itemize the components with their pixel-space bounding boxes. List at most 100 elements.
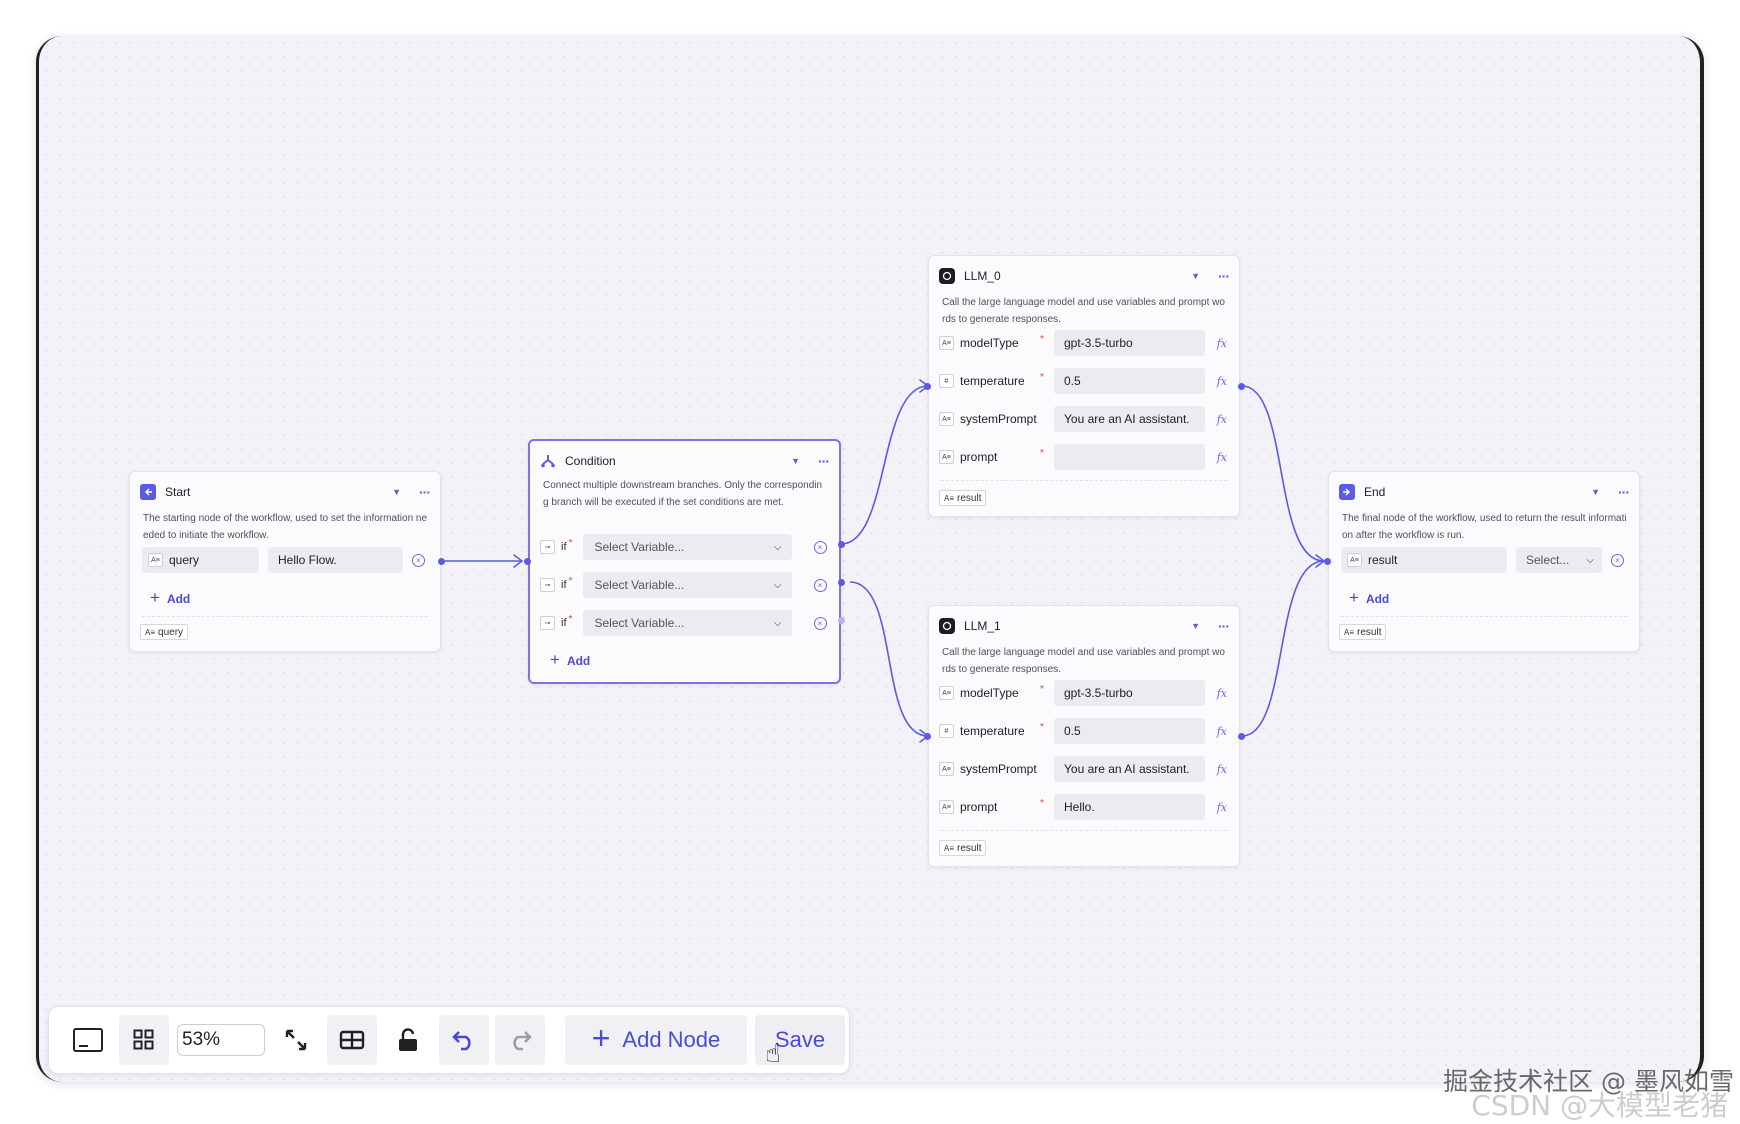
function-icon[interactable]: fx — [1216, 724, 1227, 738]
param-row: A≡ prompt * fx — [939, 444, 1227, 470]
remove-branch-icon[interactable]: × — [813, 616, 827, 630]
llm-model-icon — [939, 618, 955, 634]
required-marker: * — [1040, 333, 1044, 345]
text-type-icon: A≡ — [145, 627, 156, 637]
param-value-field[interactable]: gpt-3.5-turbo — [1054, 680, 1205, 706]
node-header: LLM_1 ▼ ··· — [939, 616, 1230, 636]
add-variable-button[interactable]: + Add — [1349, 588, 1390, 607]
node-description: The starting node of the workflow, used … — [143, 513, 428, 541]
plus-icon: + — [591, 1020, 611, 1056]
more-options-icon[interactable]: ··· — [818, 453, 830, 469]
variable-select[interactable]: Select Variable... ⌵ — [582, 610, 792, 636]
function-icon[interactable]: fx — [1216, 412, 1227, 426]
text-type-icon: A≡ — [939, 336, 954, 350]
table-view-button[interactable] — [327, 1015, 377, 1065]
start-node[interactable]: Start ▼ ··· The starting node of the wor… — [129, 471, 441, 652]
llm-1-input-handle[interactable] — [924, 733, 931, 740]
param-value-field[interactable] — [1054, 444, 1205, 470]
number-type-icon: # — [939, 374, 954, 388]
param-value-field[interactable]: gpt-3.5-turbo — [1054, 330, 1205, 356]
more-options-icon[interactable]: ··· — [419, 484, 431, 500]
function-icon[interactable]: fx — [1216, 762, 1227, 776]
text-type-icon: A≡ — [939, 412, 954, 426]
lock-canvas-button[interactable] — [383, 1015, 433, 1065]
add-variable-button[interactable]: + Add — [150, 588, 191, 607]
zoom-level-input[interactable]: 53% — [177, 1024, 265, 1056]
minimap-toggle-button[interactable] — [63, 1015, 113, 1065]
condition-branch-handle[interactable] — [838, 617, 845, 624]
remove-branch-icon[interactable]: × — [813, 540, 827, 554]
text-type-icon: A≡ — [939, 450, 954, 464]
function-icon[interactable]: fx — [1216, 450, 1227, 464]
node-title: Condition — [565, 454, 616, 468]
output-tag: A≡ result — [1339, 624, 1387, 640]
save-button[interactable]: Save — [755, 1015, 845, 1065]
function-icon[interactable]: fx — [1216, 374, 1227, 388]
param-value-field[interactable]: You are an AI assistant. — [1054, 756, 1205, 782]
remove-branch-icon[interactable]: × — [813, 578, 827, 592]
condition-node[interactable]: Condition ▼ ··· Connect multiple downstr… — [528, 439, 841, 684]
condition-branch-handle[interactable] — [838, 541, 845, 548]
function-icon[interactable]: fx — [1216, 336, 1227, 350]
condition-type-icon: ⊸ — [540, 540, 555, 554]
hand-pointer-cursor-icon: ☝ — [765, 1038, 781, 1068]
divider — [941, 480, 1227, 481]
collapse-caret-icon[interactable]: ▼ — [1191, 271, 1200, 281]
collapse-caret-icon[interactable]: ▼ — [1591, 487, 1600, 497]
plus-icon: + — [550, 650, 560, 669]
collapse-caret-icon[interactable]: ▼ — [1191, 621, 1200, 631]
end-input-handle[interactable] — [1324, 558, 1331, 565]
variable-select[interactable]: Select Variable... ⌵ — [582, 572, 792, 598]
remove-variable-icon[interactable]: × — [412, 553, 425, 567]
llm-0-output-handle[interactable] — [1238, 383, 1245, 390]
param-value-field[interactable]: You are an AI assistant. — [1054, 406, 1205, 432]
condition-branch-handle[interactable] — [838, 579, 845, 586]
param-value-field[interactable]: 0.5 — [1054, 718, 1205, 744]
llm-0-input-handle[interactable] — [924, 383, 931, 390]
param-value-field[interactable]: 0.5 — [1054, 368, 1205, 394]
collapse-caret-icon[interactable]: ▼ — [392, 487, 401, 497]
condition-input-handle[interactable] — [524, 558, 531, 565]
text-type-icon: A≡ — [939, 762, 954, 776]
variable-name-field[interactable]: A≡ result — [1341, 547, 1507, 573]
condition-type-icon: ⊸ — [540, 578, 555, 592]
add-node-button[interactable]: + Add Node — [565, 1015, 747, 1065]
condition-branch-row: ⊸ if * Select Variable... ⌵ × — [540, 534, 827, 560]
canvas-toolbar: 53% + Add Node Save — [48, 1006, 850, 1074]
param-row: A≡ systemPrompt You are an AI assistant.… — [939, 756, 1227, 782]
param-value-field[interactable]: Hello. — [1054, 794, 1205, 820]
function-icon[interactable]: fx — [1216, 686, 1227, 700]
redo-button[interactable] — [495, 1015, 545, 1065]
node-title: Start — [165, 485, 191, 499]
number-type-icon: # — [939, 724, 954, 738]
redo-icon — [513, 1031, 532, 1051]
more-options-icon[interactable]: ··· — [1218, 618, 1230, 634]
collapse-caret-icon[interactable]: ▼ — [791, 456, 800, 466]
table-icon — [339, 1030, 365, 1050]
llm-model-icon — [939, 268, 955, 284]
variable-value-field[interactable]: Hello Flow. — [268, 547, 403, 573]
llm-1-node[interactable]: LLM_1 ▼ ··· Call the large language mode… — [928, 605, 1240, 867]
output-tag: A≡ query — [140, 624, 189, 640]
param-row: # temperature * 0.5 fx — [939, 718, 1227, 744]
end-node[interactable]: End ▼ ··· The final node of the workflow… — [1328, 471, 1640, 652]
branch-icon — [540, 453, 556, 469]
undo-button[interactable] — [439, 1015, 489, 1065]
remove-variable-icon[interactable]: × — [1611, 553, 1624, 567]
more-options-icon[interactable]: ··· — [1218, 268, 1230, 284]
required-marker: * — [1040, 721, 1044, 733]
more-options-icon[interactable]: ··· — [1618, 484, 1630, 500]
start-output-handle[interactable] — [438, 558, 445, 565]
llm-0-node[interactable]: LLM_0 ▼ ··· Call the large language mode… — [928, 255, 1240, 517]
variable-name-field[interactable]: A≡ query — [142, 547, 259, 573]
llm-1-output-handle[interactable] — [1238, 733, 1245, 740]
layout-grid-icon — [133, 1029, 154, 1050]
add-branch-button[interactable]: + Add — [550, 650, 591, 669]
variable-select[interactable]: Select... ⌵ — [1516, 547, 1602, 573]
fit-view-button[interactable] — [271, 1015, 321, 1065]
chevron-down-icon: ⌵ — [773, 541, 782, 553]
variable-select[interactable]: Select Variable... ⌵ — [582, 534, 792, 560]
function-icon[interactable]: fx — [1216, 800, 1227, 814]
auto-layout-button[interactable] — [119, 1015, 169, 1065]
param-row: A≡ prompt * Hello. fx — [939, 794, 1227, 820]
